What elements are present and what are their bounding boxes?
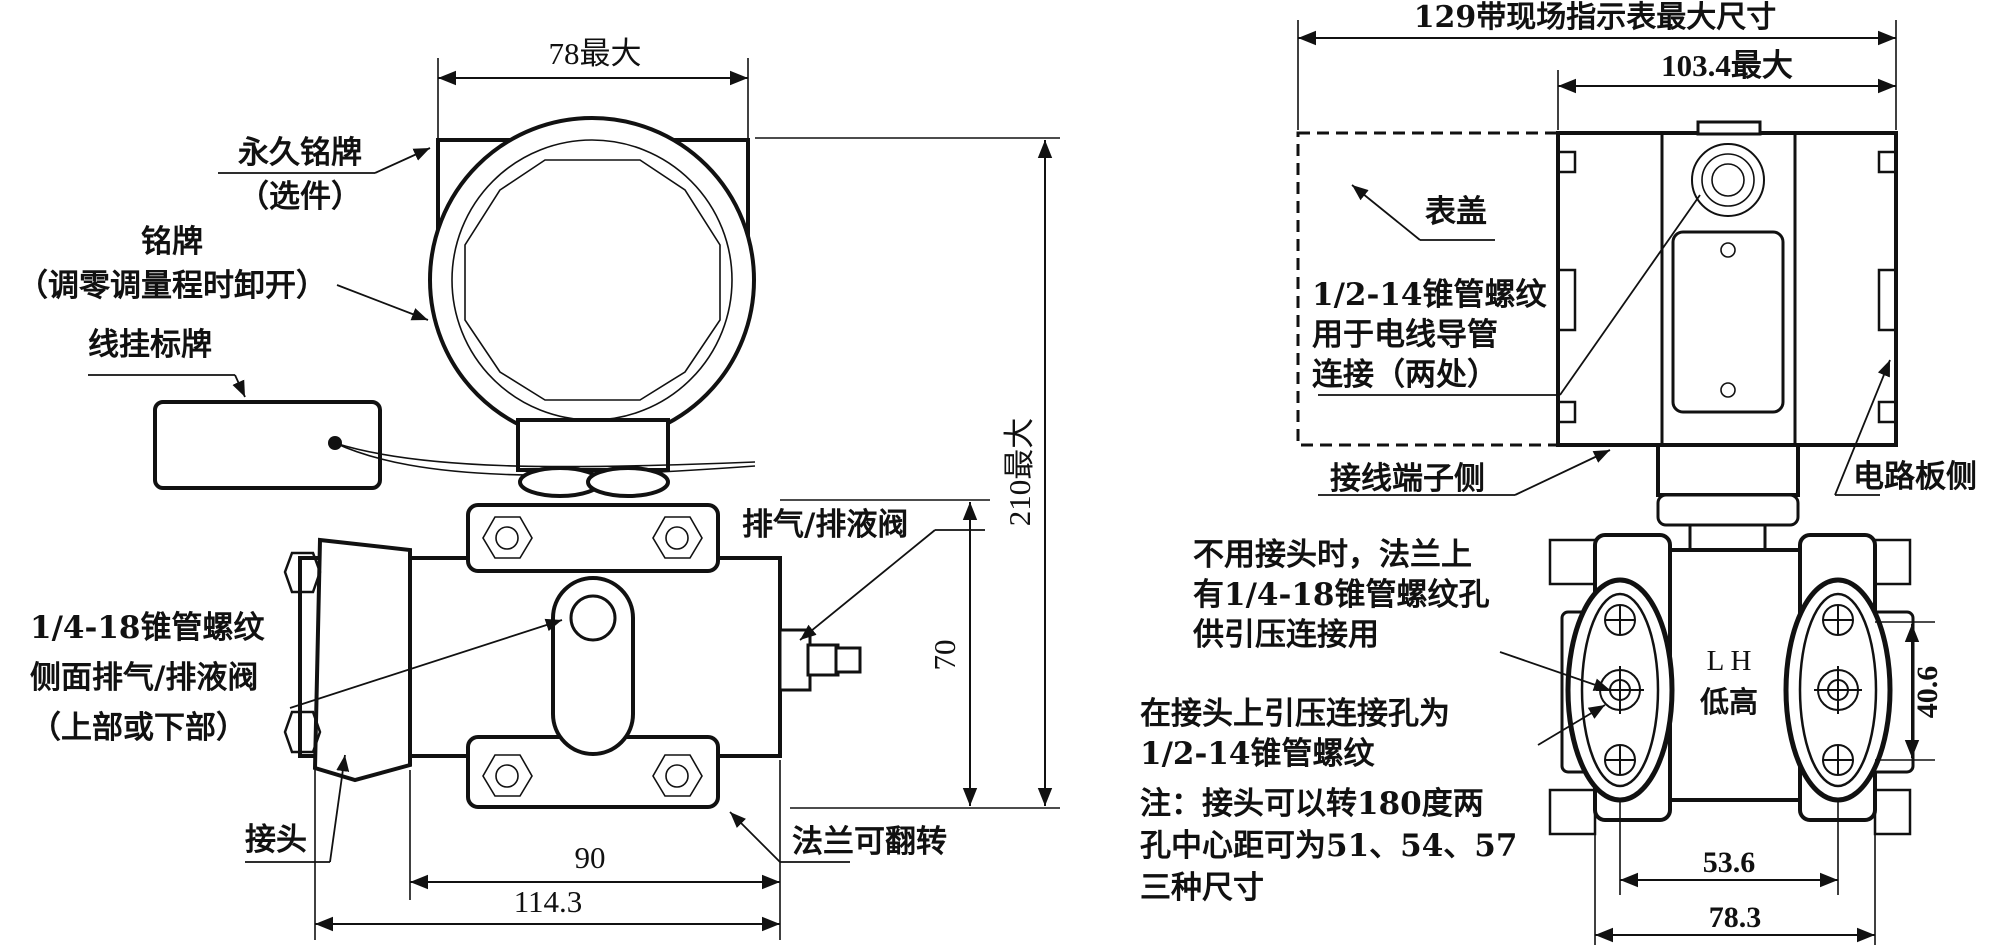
label-terminal-side: 接线端子侧 (1330, 461, 1485, 497)
label-conduit-3: 连接（两处） (1312, 357, 1498, 393)
dim-90: 90 (575, 840, 606, 875)
housing-cover (428, 116, 756, 444)
label-optional: （选件） (238, 179, 362, 215)
label-hang-tag: 线挂标牌 (88, 327, 212, 363)
dim-78-max: 78最大 (549, 36, 642, 71)
label-flange-note-2: 有1/4-18锥管螺纹孔 (1193, 577, 1489, 613)
bolt-icon (482, 754, 533, 797)
label-circuit-side: 电路板侧 (1853, 459, 1977, 495)
label-flange-note-1: 不用接头时，法兰上 (1193, 537, 1472, 573)
bolt-icon (652, 516, 703, 559)
label-flange-reversible: 法兰可翻转 (792, 824, 947, 860)
conduit-port-icon (1691, 143, 1765, 217)
label-note-3: 三种尺寸 (1140, 870, 1264, 906)
label-side-vent: 侧面排气/排液阀 (30, 660, 258, 696)
label-nameplate: 铭牌 (141, 224, 203, 260)
label-cover: 表盖 (1425, 194, 1487, 230)
side-neck (1656, 443, 1800, 497)
housing-neck (516, 418, 670, 472)
dim-129: 129带现场指示表最大尺寸 (1414, 0, 1777, 35)
label-low-high: 低高 (1699, 685, 1758, 719)
label-connector: 接头 (245, 822, 307, 858)
side-window (1671, 230, 1785, 414)
label-npt-1-4: 1/4-18锥管螺纹 (30, 610, 265, 646)
dim-210-max: 210最大 (1002, 418, 1037, 527)
dim-53-6: 53.6 (1703, 846, 1756, 879)
label-upper-or-lower: （上部或下部） (30, 710, 247, 746)
bolt-icon (482, 516, 533, 559)
side-valve-icon (283, 551, 322, 754)
left-front-view (88, 58, 1060, 940)
neck-nut-right (586, 466, 670, 498)
label-conduit-2: 用于电线导管 (1312, 317, 1498, 353)
label-conduit-1: 1/2-14锥管螺纹 (1312, 277, 1547, 313)
connector-hex (312, 537, 412, 783)
label-conn-hole-1: 在接头上引压连接孔为 (1140, 696, 1450, 732)
label-nameplate-note: （调零调量程时卸开） (17, 268, 327, 304)
port-hole (569, 594, 617, 642)
label-permanent-nameplate: 永久铭牌 (238, 135, 362, 171)
label-vent-valve: 排气/排液阀 (742, 507, 908, 543)
indicator-envelope-dashed (1296, 131, 1560, 447)
label-note-2: 孔中心距可为51、54、57 (1140, 828, 1517, 864)
process-port-slot (551, 576, 635, 756)
dim-114-3: 114.3 (514, 884, 583, 919)
label-note-1: 注：接头可以转180度两 (1140, 786, 1484, 822)
bolt-icon (652, 754, 703, 797)
plug-icon (1548, 538, 1912, 836)
right-side-view (1296, 20, 1935, 945)
vent-valve-icon (778, 628, 862, 692)
dim-40-6: 40.6 (1911, 666, 1944, 719)
dim-70: 70 (927, 640, 962, 671)
dim-78-3: 78.3 (1709, 901, 1762, 934)
hang-tag (153, 400, 382, 490)
label-flange-note-3: 供引压连接用 (1192, 617, 1379, 653)
dim-103-4-max: 103.4最大 (1661, 48, 1793, 83)
label-conn-hole-2: 1/2-14锥管螺纹 (1140, 736, 1375, 772)
label-l-h: L H (1707, 645, 1752, 677)
top-flange-plate (466, 503, 720, 573)
